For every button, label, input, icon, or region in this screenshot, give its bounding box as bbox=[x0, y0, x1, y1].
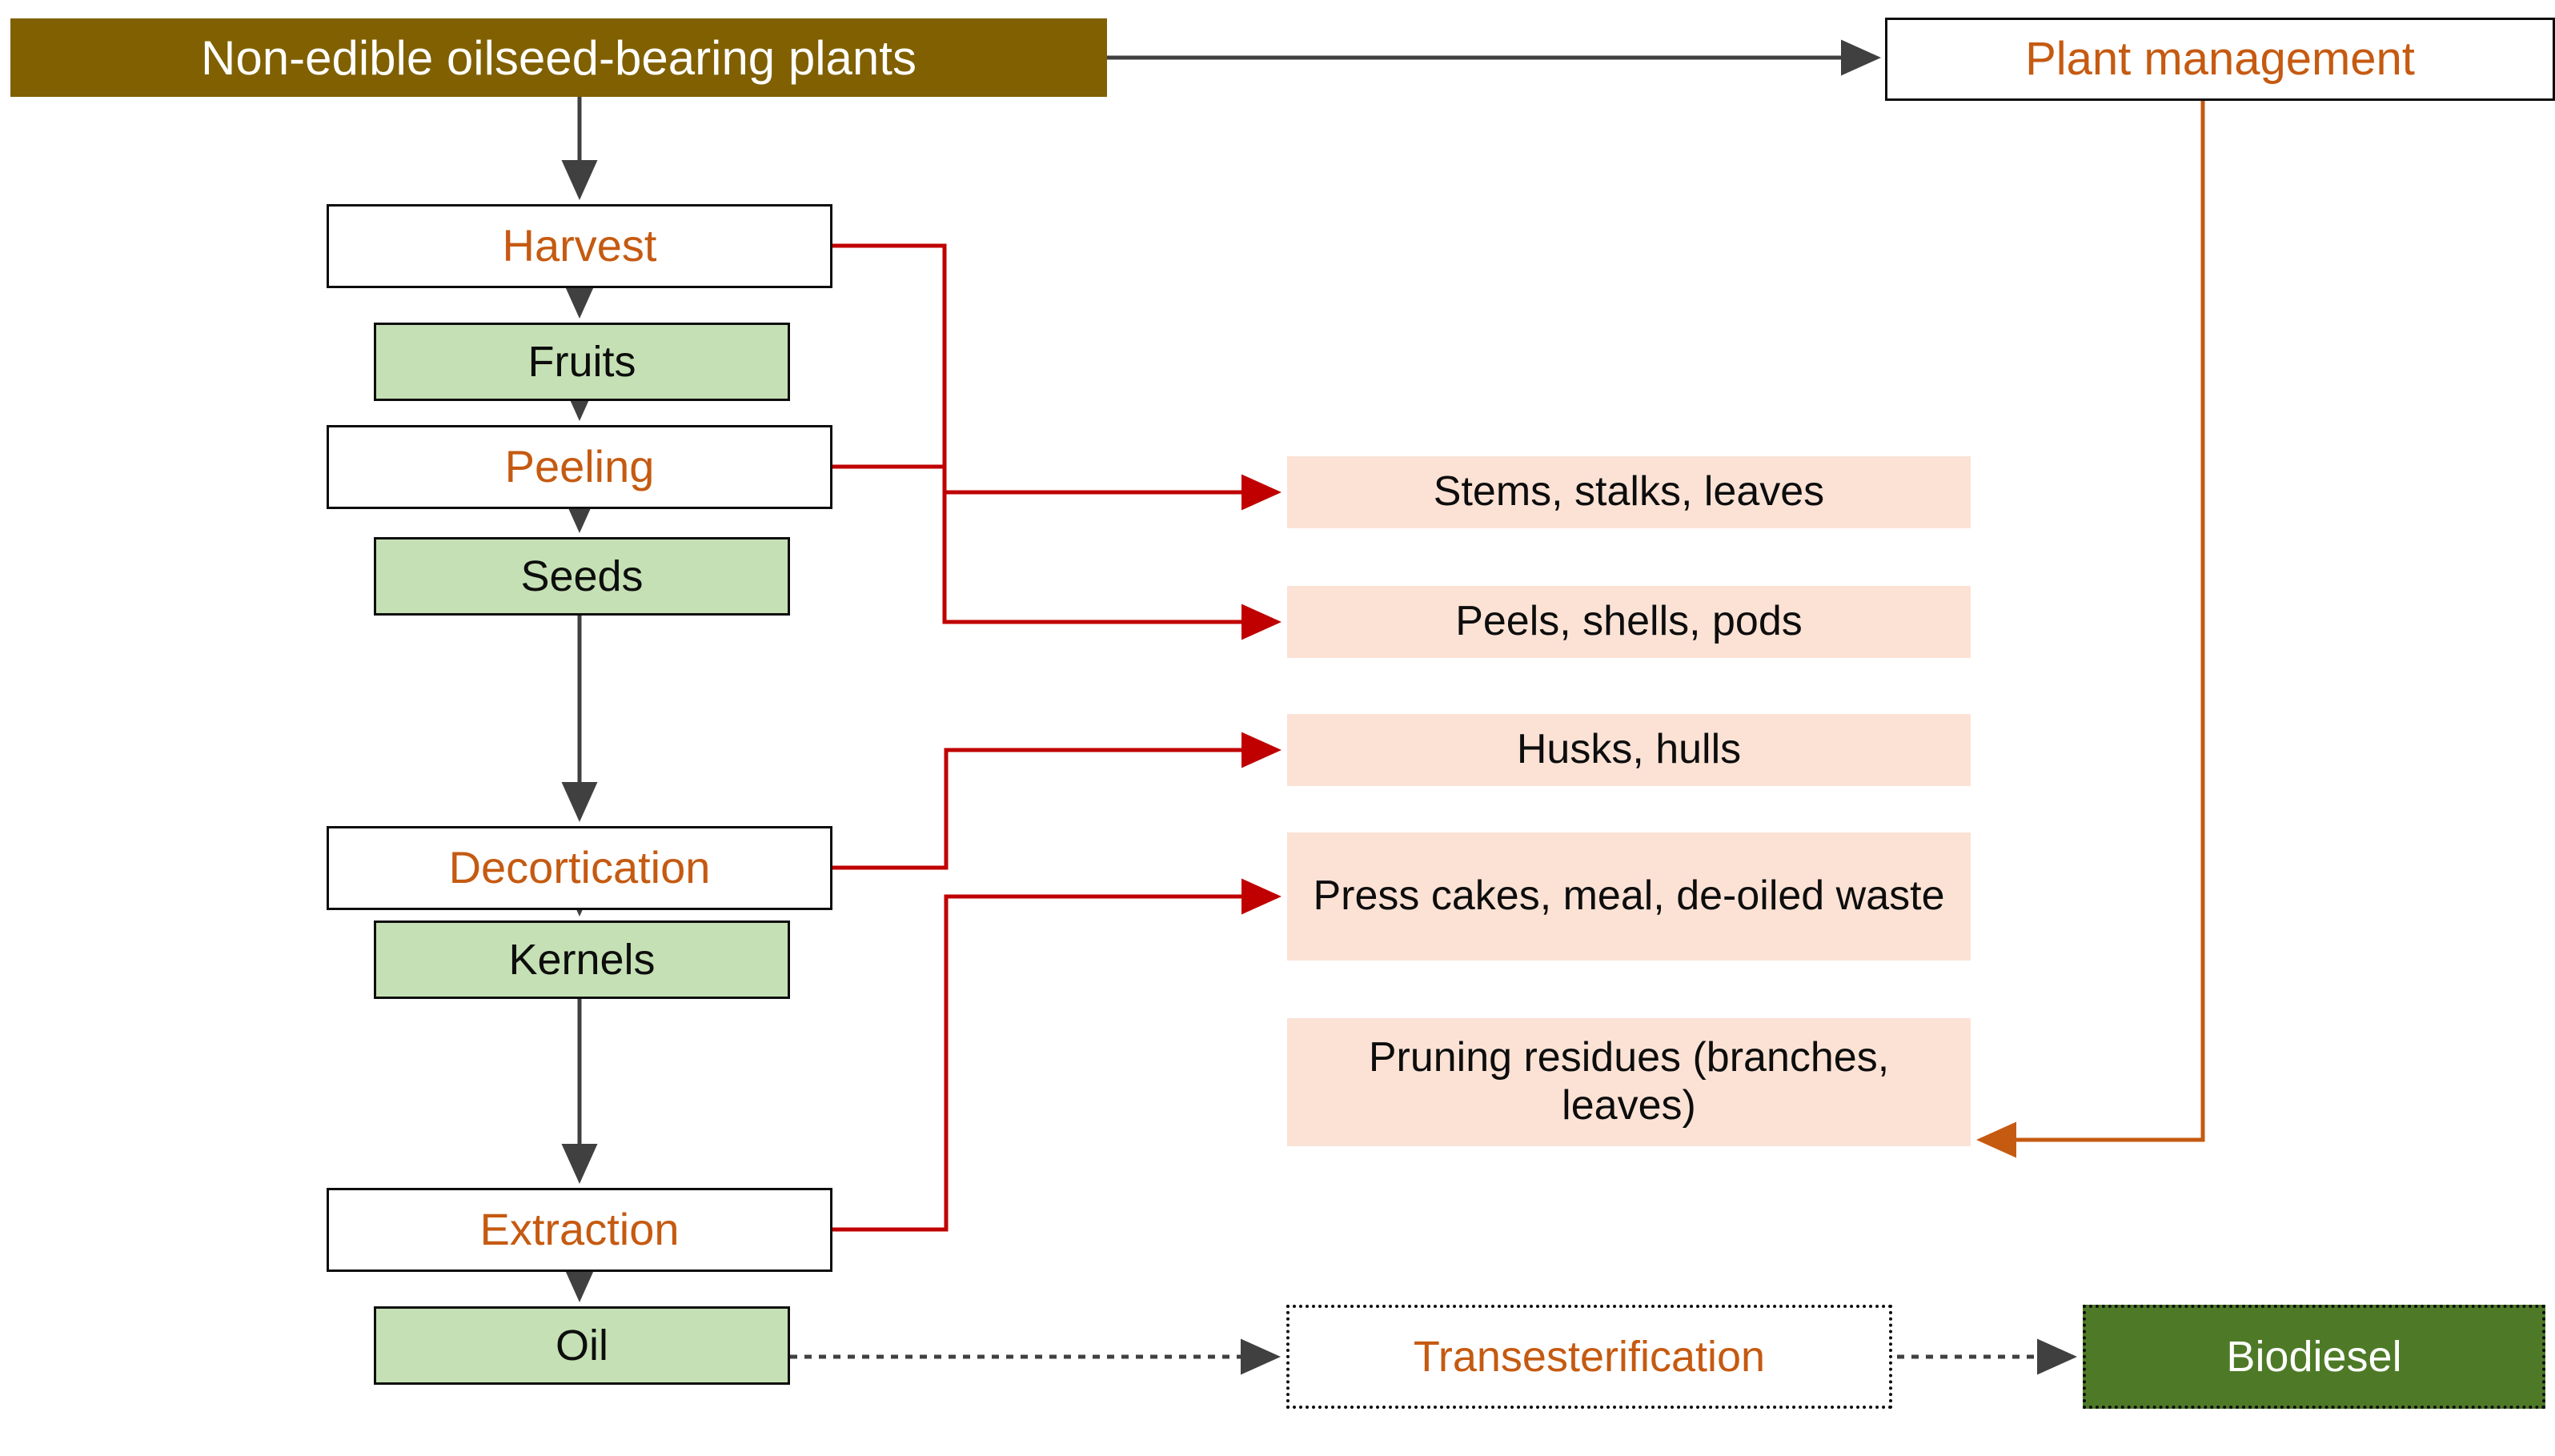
arrow-peeling-to-peels-shells-pods bbox=[832, 464, 1282, 640]
node-transesterification-label: Transesterification bbox=[1413, 1332, 1766, 1381]
node-process-harvest-label: Harvest bbox=[502, 220, 657, 271]
node-residue-husks-hulls-label: Husks, hulls bbox=[1516, 726, 1742, 773]
node-process-extraction[interactable]: Extraction bbox=[327, 1188, 832, 1272]
node-source-plants[interactable]: Non-edible oilseed-bearing plants bbox=[10, 18, 1107, 97]
node-residue-press-cakes[interactable]: Press cakes, meal, de-oiled waste bbox=[1287, 832, 1971, 961]
node-product-fruits-label: Fruits bbox=[527, 337, 636, 386]
arrow-harvest-to-stems-stalks-leaves bbox=[832, 243, 1282, 511]
node-product-fruits[interactable]: Fruits bbox=[374, 323, 790, 401]
node-process-decortication-label: Decortication bbox=[448, 842, 711, 893]
node-process-peeling-label: Peeling bbox=[504, 441, 655, 492]
node-product-kernels[interactable]: Kernels bbox=[374, 921, 790, 999]
node-residue-stems-stalks-leaves[interactable]: Stems, stalks, leaves bbox=[1287, 456, 1971, 528]
arrow-extraction-to-press-cakes bbox=[832, 878, 1282, 1232]
node-plant-management[interactable]: Plant management bbox=[1885, 18, 2555, 101]
node-product-oil[interactable]: Oil bbox=[374, 1306, 790, 1385]
node-process-decortication[interactable]: Decortication bbox=[327, 826, 832, 910]
node-transesterification[interactable]: Transesterification bbox=[1286, 1305, 1892, 1409]
node-residue-pruning-residues[interactable]: Pruning residues (branches, leaves) bbox=[1287, 1018, 1971, 1146]
node-residue-peels-shells-pods-label: Peels, shells, pods bbox=[1455, 598, 1803, 645]
node-process-extraction-label: Extraction bbox=[479, 1204, 680, 1255]
node-residue-stems-stalks-leaves-label: Stems, stalks, leaves bbox=[1433, 468, 1825, 515]
node-process-peeling[interactable]: Peeling bbox=[327, 425, 832, 509]
node-residue-press-cakes-label: Press cakes, meal, de-oiled waste bbox=[1313, 872, 1945, 920]
node-residue-peels-shells-pods[interactable]: Peels, shells, pods bbox=[1287, 586, 1971, 658]
node-product-seeds[interactable]: Seeds bbox=[374, 537, 790, 616]
node-biodiesel[interactable]: Biodiesel bbox=[2083, 1305, 2545, 1409]
node-product-oil-label: Oil bbox=[556, 1321, 608, 1370]
node-plant-management-label: Plant management bbox=[2025, 32, 2415, 85]
node-product-seeds-label: Seeds bbox=[520, 552, 644, 600]
node-biodiesel-label: Biodiesel bbox=[2226, 1332, 2402, 1381]
node-product-kernels-label: Kernels bbox=[508, 935, 656, 984]
node-process-harvest[interactable]: Harvest bbox=[327, 204, 832, 288]
node-residue-husks-hulls[interactable]: Husks, hulls bbox=[1287, 714, 1971, 786]
arrow-plant-management-to-pruning-residues bbox=[1976, 101, 2205, 1158]
node-source-plants-label: Non-edible oilseed-bearing plants bbox=[201, 30, 917, 85]
node-residue-pruning-residues-label: Pruning residues (branches, leaves) bbox=[1368, 1034, 1890, 1129]
arrow-decortication-to-husks-hulls bbox=[832, 732, 1282, 870]
